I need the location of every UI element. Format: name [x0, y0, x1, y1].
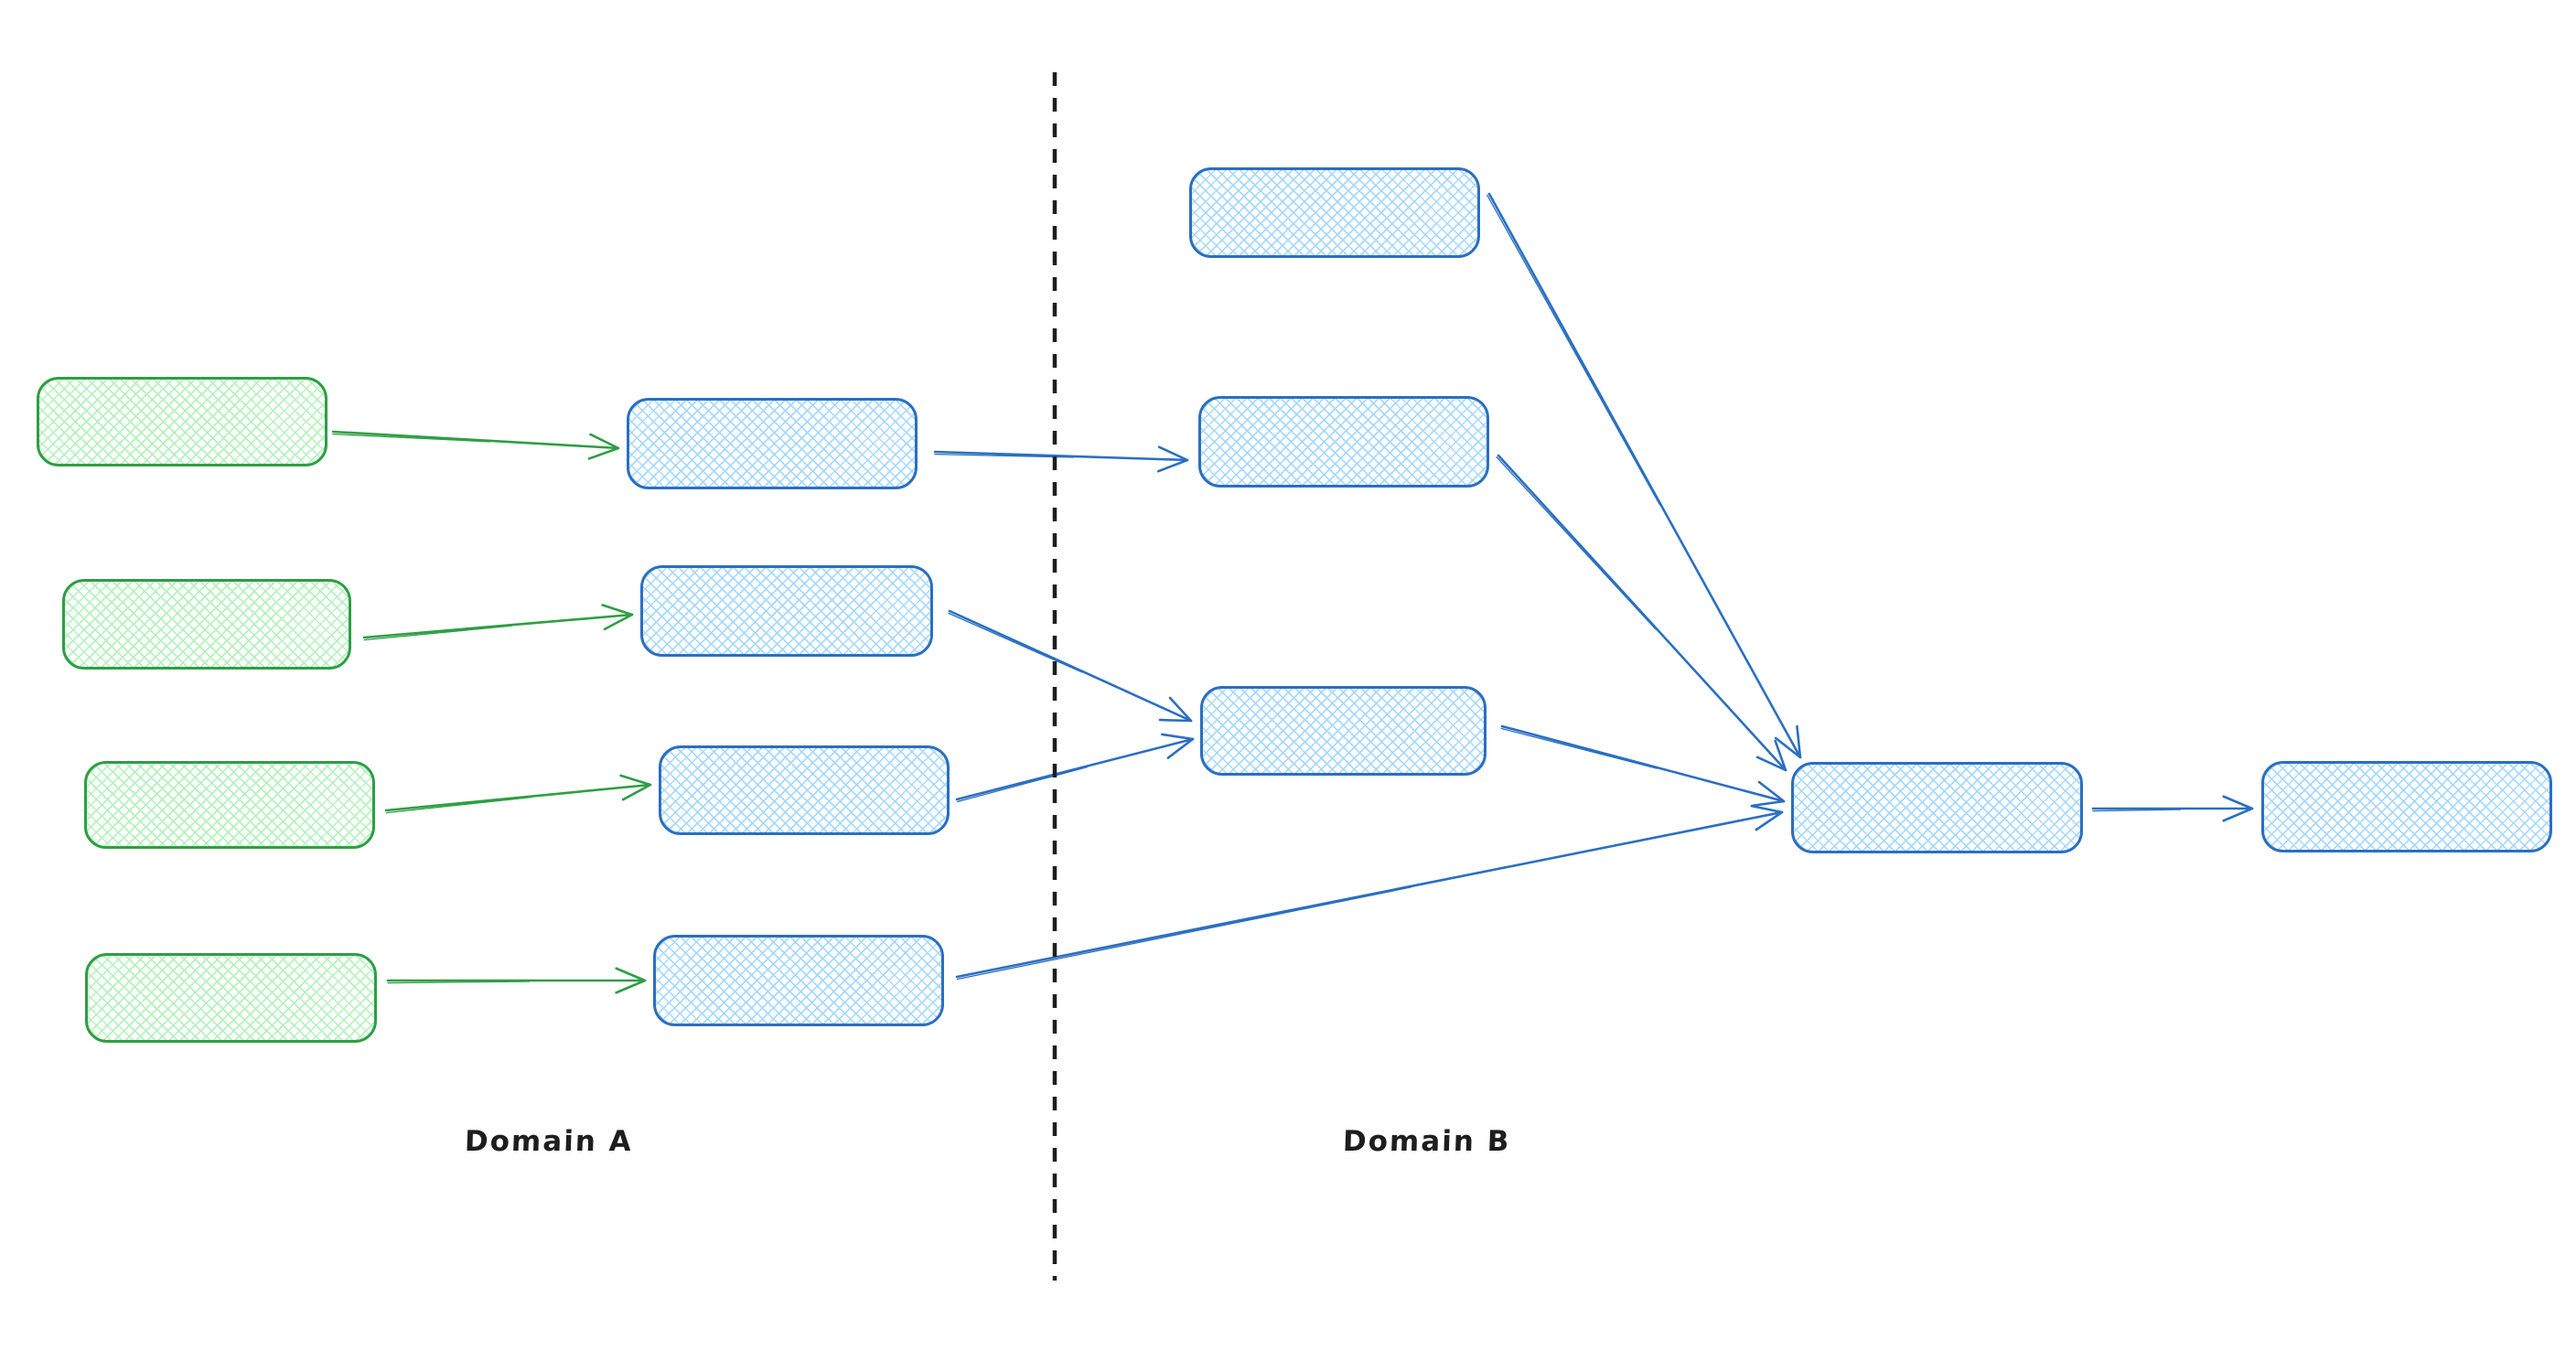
edge-process1-bnode2-sketch-stroke[interactable]: [934, 453, 1075, 458]
edge-source4-process4-sketch-stroke[interactable]: [387, 981, 531, 984]
edge-process4-hub-arrowhead[interactable]: [1750, 804, 1784, 831]
edge-source3-process3-sketch-stroke[interactable]: [385, 796, 532, 814]
edge-bnode3-hub-sketch-stroke[interactable]: [1500, 727, 1658, 769]
domain-a-process-1-node[interactable]: [627, 398, 918, 489]
domain-a-source-2-node[interactable]: [62, 579, 351, 670]
edge-source2-process2-arrowhead[interactable]: [601, 604, 634, 631]
edge-process2-bnode3-arrowhead[interactable]: [1158, 696, 1193, 723]
edge-source3-process3-arrowhead[interactable]: [619, 774, 652, 801]
edge-bnode1-hub-sketch-stroke[interactable]: [1487, 194, 1660, 505]
edge-bnode2-hub-arrowhead[interactable]: [1755, 739, 1787, 772]
domain-b-hub-node[interactable]: [1791, 762, 2083, 853]
domain-a-process-2-node[interactable]: [640, 565, 933, 657]
edge-hub-output-sketch-stroke[interactable]: [2092, 809, 2182, 812]
domain-b-output-node[interactable]: [2261, 761, 2552, 852]
edge-source3-process3[interactable]: [384, 783, 652, 812]
edge-source1-process1-sketch-stroke[interactable]: [332, 433, 491, 443]
edge-bnode1-hub[interactable]: [1487, 192, 1802, 759]
edge-process3-bnode3-arrowhead[interactable]: [1161, 733, 1195, 759]
edge-bnode2-hub[interactable]: [1497, 454, 1787, 772]
edge-source4-process4-arrowhead[interactable]: [615, 967, 647, 994]
edge-process1-bnode2[interactable]: [933, 450, 1189, 462]
edge-process2-bnode3-sketch-stroke[interactable]: [948, 612, 1083, 673]
edge-process3-bnode3[interactable]: [955, 737, 1195, 801]
edge-process4-hub-sketch-stroke[interactable]: [956, 886, 1411, 981]
domain-b-node-2-node[interactable]: [1198, 396, 1489, 488]
domain-b-node-3-node[interactable]: [1200, 686, 1487, 776]
edge-bnode1-hub-arrowhead[interactable]: [1774, 724, 1802, 759]
edge-hub-output-arrowhead[interactable]: [2222, 795, 2254, 822]
domain-a-source-1-node[interactable]: [37, 377, 327, 466]
edge-source2-process2[interactable]: [362, 613, 634, 639]
domain-a-process-4-node[interactable]: [653, 935, 944, 1026]
edge-source1-process1-arrowhead[interactable]: [587, 433, 620, 460]
domain-a-source-3-node[interactable]: [84, 761, 375, 849]
edge-bnode3-hub-arrowhead[interactable]: [1752, 780, 1786, 808]
edge-source2-process2-sketch-stroke[interactable]: [363, 625, 512, 641]
edge-bnode2-hub-sketch-stroke[interactable]: [1496, 456, 1657, 630]
edge-process1-bnode2-arrowhead[interactable]: [1156, 445, 1189, 473]
domain-a-label: Domain A: [464, 1125, 634, 1158]
domain-a-source-4-node[interactable]: [85, 953, 377, 1043]
edge-source1-process1[interactable]: [331, 430, 620, 450]
domain-b-node-1-node[interactable]: [1189, 167, 1480, 258]
edge-bnode3-hub[interactable]: [1500, 724, 1786, 803]
domain-a-process-3-node[interactable]: [659, 745, 950, 835]
edge-process2-bnode3[interactable]: [948, 609, 1193, 723]
edge-process3-bnode3-sketch-stroke[interactable]: [956, 766, 1088, 803]
domain-b-label: Domain B: [1342, 1125, 1512, 1158]
edge-process4-hub[interactable]: [955, 810, 1784, 979]
